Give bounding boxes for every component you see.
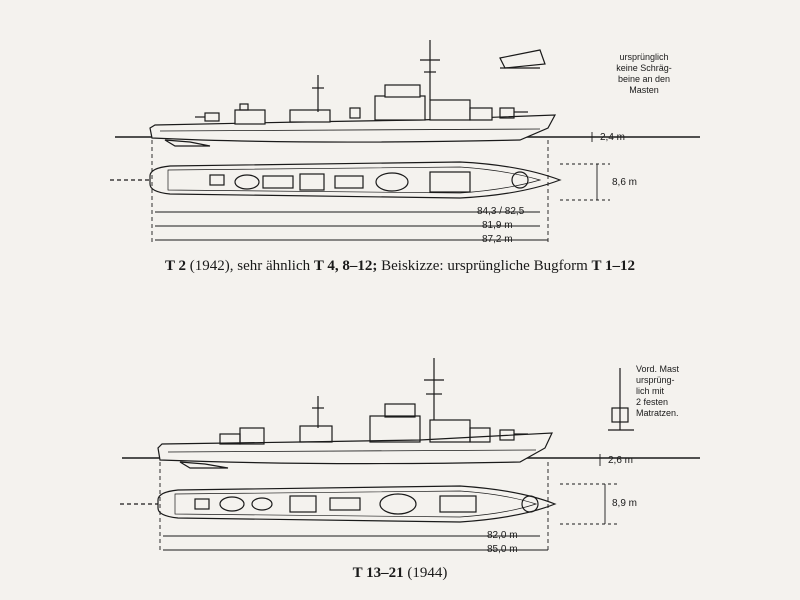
dim-beam-top: 8,6 m <box>612 177 638 188</box>
dim-length-a-bottom: 82,0 m <box>487 530 518 541</box>
note-line: keine Schräg- <box>616 63 672 73</box>
dim-length-a-top: 84,3 / 82,5 <box>477 206 525 217</box>
note-line: ursprüng- <box>636 375 675 385</box>
caption-part: T 4, 8–12; <box>313 258 378 274</box>
note-line: Vord. Mast <box>636 364 680 374</box>
dim-length-b-bottom: 85,0 m <box>487 544 518 555</box>
dim-draught-bottom: 2,6 m <box>608 455 634 466</box>
caption-part: T 2 <box>165 258 186 274</box>
caption-part: (1942), sehr ähnlich <box>186 258 314 274</box>
ship-t13-profile <box>122 358 700 469</box>
caption-t13: T 13–21 (1944) <box>0 565 800 582</box>
dim-length-b-top: 81,9 m <box>482 220 513 231</box>
dim-draught-top: 2,4 m <box>600 132 626 143</box>
note-line: Matratzen. <box>636 408 679 418</box>
note-line: ursprünglich <box>619 52 669 62</box>
caption-part: (1944) <box>403 565 448 581</box>
caption-t2: T 2 (1942), sehr ähnlich T 4, 8–12; Beis… <box>0 258 800 275</box>
note-line: lich mit <box>636 386 665 396</box>
note-line: Masten <box>629 85 659 95</box>
caption-part: Beiskizze: ursprüngliche Bugform <box>377 258 592 274</box>
dim-beam-bottom: 8,9 m <box>612 498 638 509</box>
caption-part: T 13–21 <box>352 565 404 581</box>
ship-t2-plan <box>110 161 562 199</box>
ship-t13-dimensions <box>159 454 620 552</box>
ship-t2-profile <box>115 40 700 147</box>
ship-t2-dimensions <box>151 132 610 242</box>
note-bow-form: ursprünglich keine Schräg- beine an den … <box>604 52 684 96</box>
note-mast: Vord. Mast ursprüng- lich mit 2 festen M… <box>636 364 696 419</box>
note-line: beine an den <box>617 74 671 84</box>
note-line: 2 festen <box>636 397 669 407</box>
ship-t13-plan <box>120 485 557 523</box>
caption-part: T 1–12 <box>591 258 635 274</box>
dim-length-c-top: 87,2 m <box>482 234 513 245</box>
